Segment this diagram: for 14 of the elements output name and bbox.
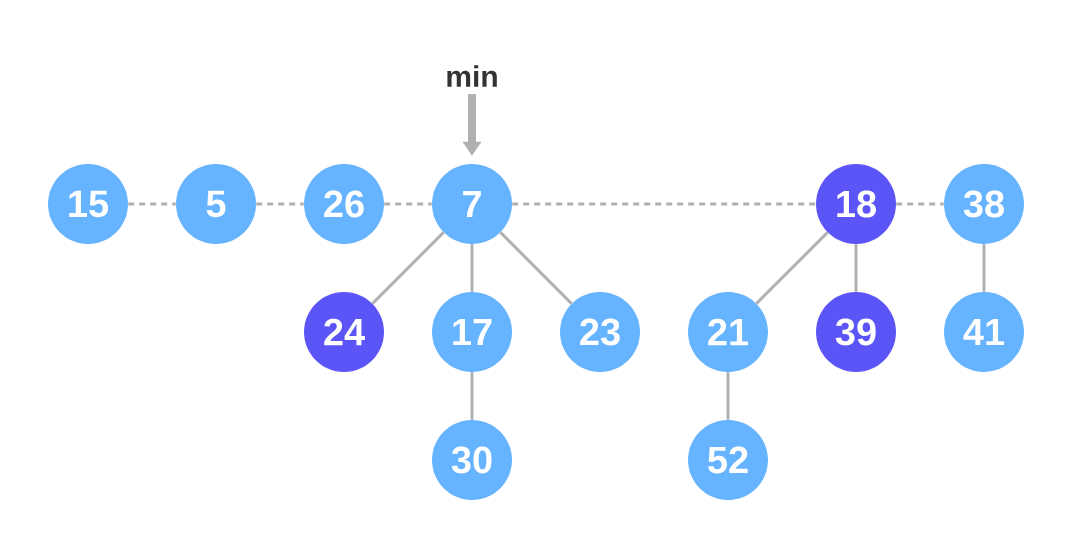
dashed-link [896, 202, 944, 206]
dashed-link [256, 202, 304, 206]
tree-edge [726, 372, 730, 420]
tree-edge [854, 244, 858, 292]
tree-edge [371, 231, 445, 305]
min-label: min [447, 65, 497, 87]
dashed-link [128, 202, 176, 206]
dashed-link [512, 202, 816, 206]
tree-edge [470, 244, 474, 292]
tree-edge [499, 231, 573, 305]
tree-edge [755, 231, 829, 305]
tree-edge [470, 372, 474, 420]
dashed-link [384, 202, 432, 206]
tree-edge [982, 244, 986, 292]
